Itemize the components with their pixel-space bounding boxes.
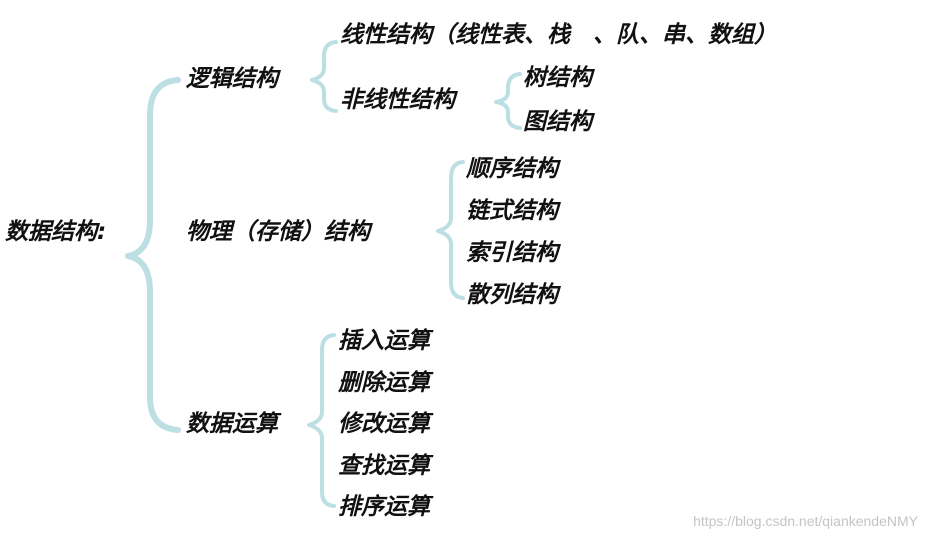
insert-operation-node: 插入运算 (338, 328, 430, 354)
linear-structure-node: 线性结构（线性表、栈 、队、串、数组） (340, 22, 777, 48)
sort-operation-node: 排序运算 (338, 494, 430, 520)
watermark-url: https://blog.csdn.net/qiankendeNMY (693, 513, 918, 529)
graph-structure-node: 图结构 (523, 109, 592, 135)
logical-brace (310, 40, 338, 113)
update-operation-node: 修改运算 (338, 411, 430, 437)
delete-operation-node: 删除运算 (338, 370, 430, 396)
operations-brace (307, 333, 336, 508)
root-node: 数据结构: (5, 219, 107, 245)
search-operation-node: 查找运算 (338, 453, 430, 479)
nonlinear-structure-node: 非线性结构 (340, 87, 455, 113)
physical-structure-node: 物理（存储）结构 (186, 219, 370, 245)
root-brace (125, 77, 181, 433)
data-operations-node: 数据运算 (186, 411, 278, 437)
nonlinear-brace (494, 72, 522, 130)
hashed-structure-node: 散列结构 (466, 282, 558, 308)
tree-structure-node: 树结构 (523, 65, 592, 91)
indexed-structure-node: 索引结构 (466, 240, 558, 266)
sequential-structure-node: 顺序结构 (466, 156, 558, 182)
linked-structure-node: 链式结构 (466, 198, 558, 224)
physical-brace (436, 160, 465, 300)
logical-structure-node: 逻辑结构 (186, 66, 278, 92)
